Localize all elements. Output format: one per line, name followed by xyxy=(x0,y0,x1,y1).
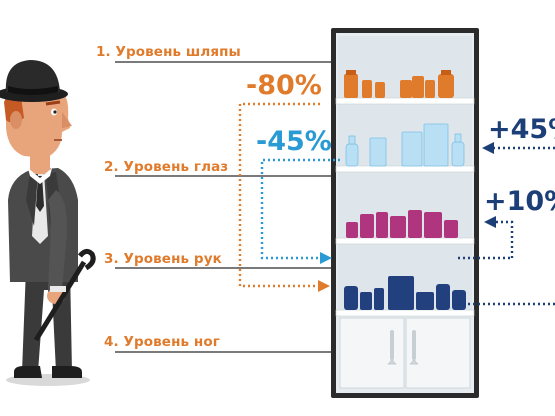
shelf-unit xyxy=(331,28,479,398)
hand-level-products xyxy=(344,276,466,310)
dotted-arrow-hat-to-hands xyxy=(238,102,320,288)
dotted-arrow-eyes-to-hands xyxy=(260,158,340,260)
hand-minus-shelf-products xyxy=(346,210,458,238)
man-in-bowler-hat-illustration xyxy=(0,60,96,386)
top-shelf-products xyxy=(344,70,454,98)
change-to-hands: +10% xyxy=(484,186,555,217)
level-label-eyes: 2. Уровень глаз xyxy=(104,159,229,175)
change-hat-to-hands: -80% xyxy=(246,70,322,101)
change-eyes-to-hands: -45% xyxy=(256,126,332,157)
level-label-hands: 3. Уровень рук xyxy=(104,251,222,267)
dotted-arrow-to-hands xyxy=(458,220,555,306)
level-label-feet: 4. Уровень ног xyxy=(104,334,220,350)
eye-level-products xyxy=(345,123,465,167)
change-to-eyes: +45% xyxy=(488,114,555,145)
level-label-hat: 1. Уровень шляпы xyxy=(96,44,241,60)
